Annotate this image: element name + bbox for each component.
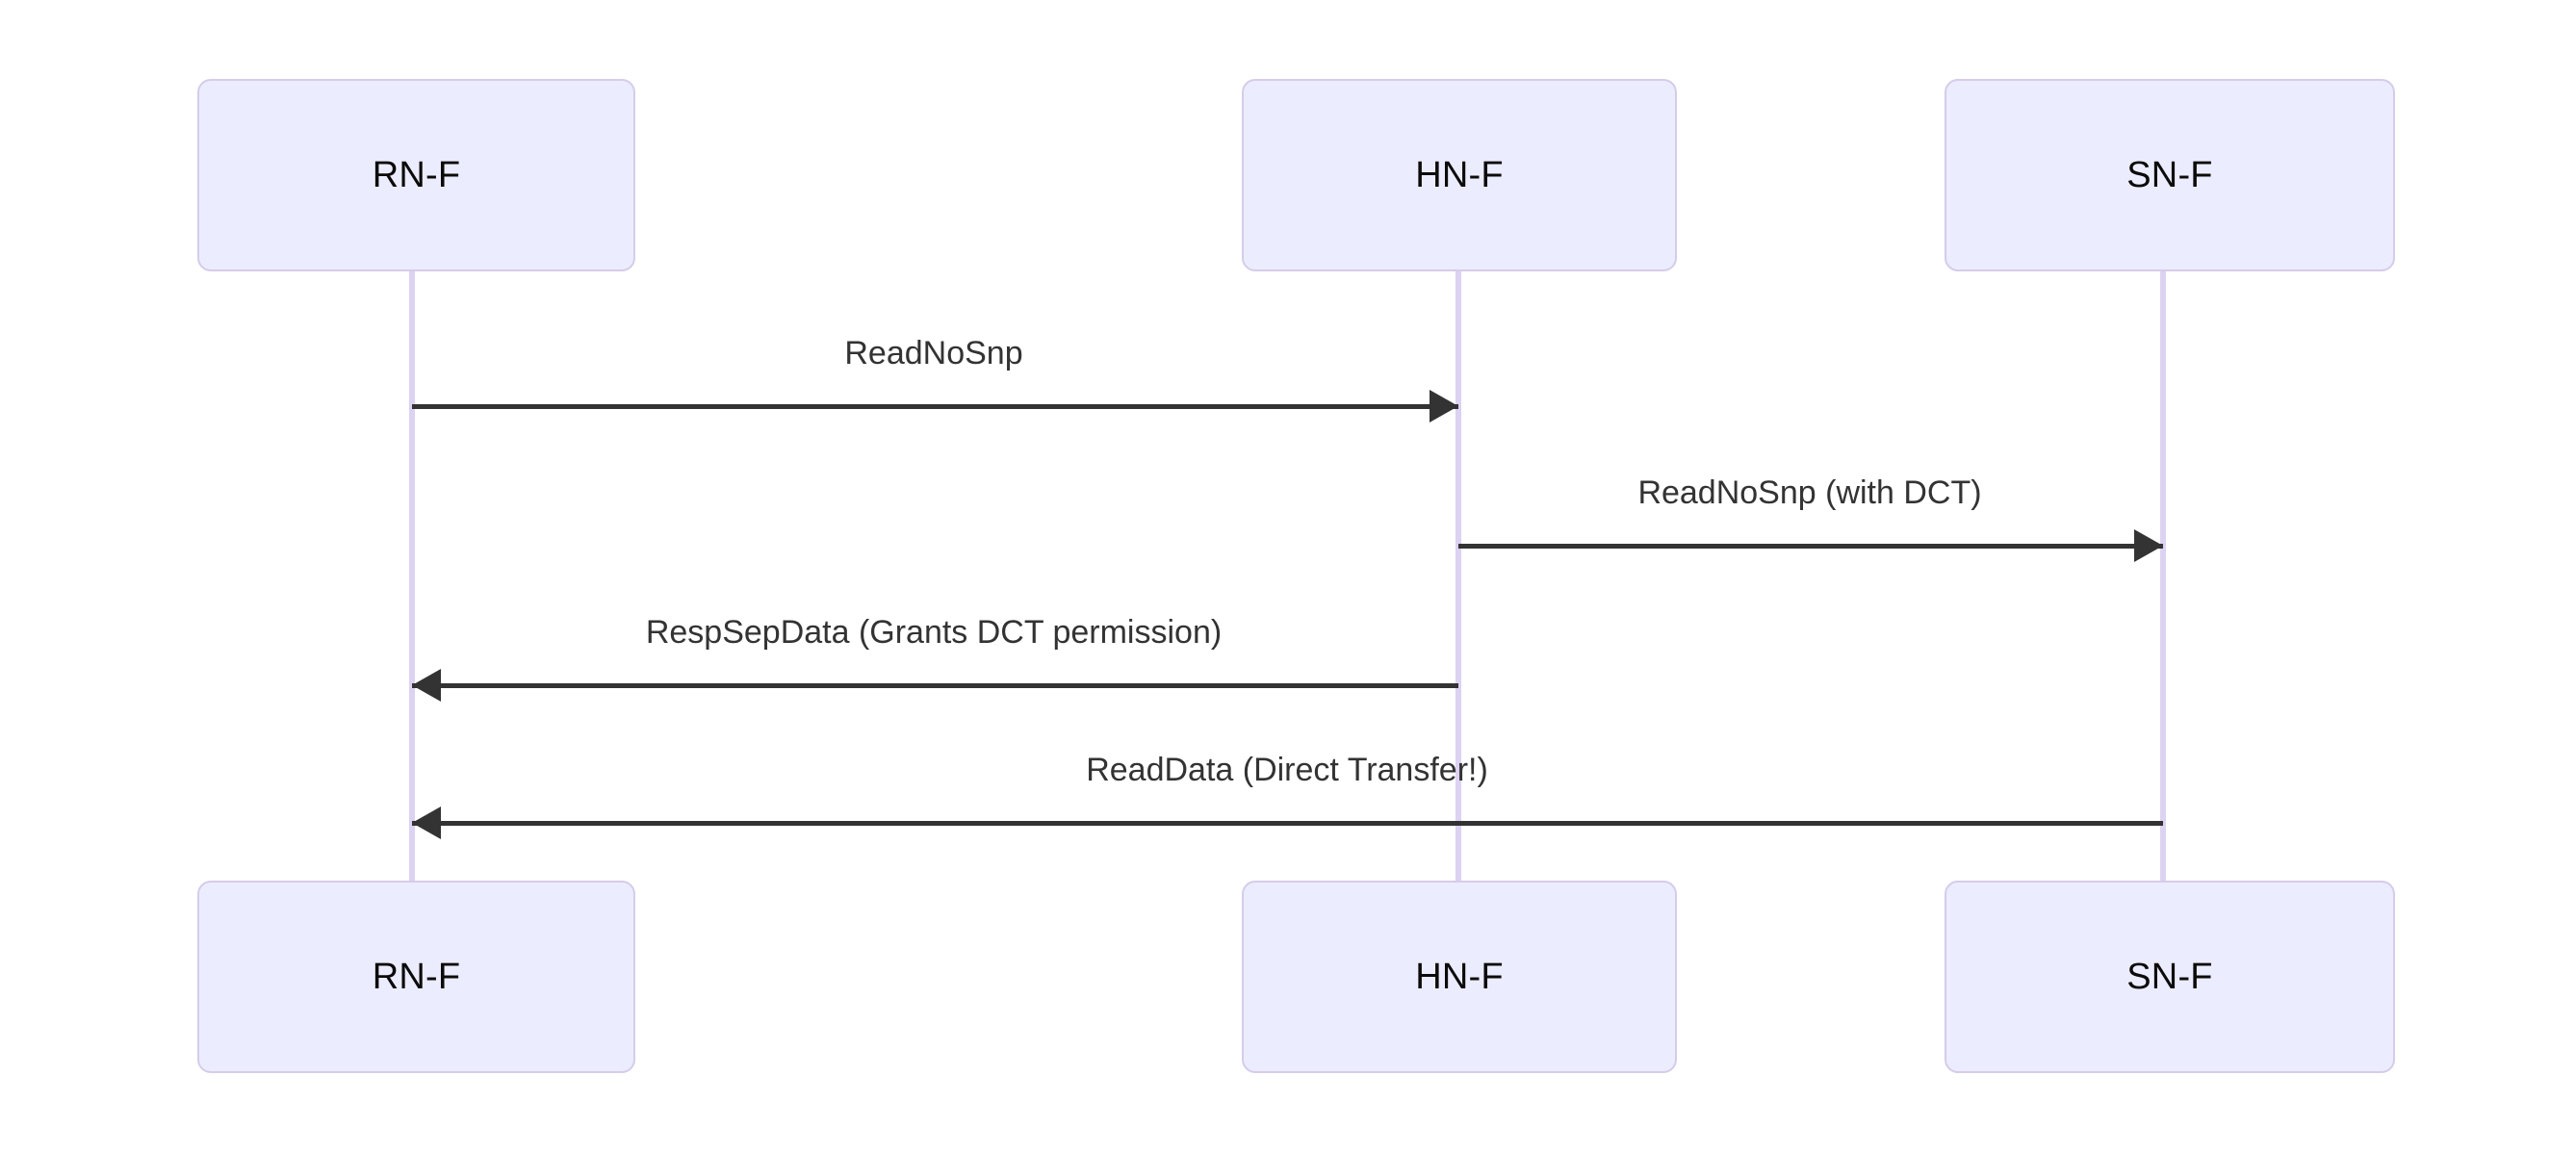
actor-box-hnf-top[interactable]: HN-F [1242, 79, 1677, 271]
arrow-head-3 [412, 669, 441, 702]
actor-label-hnf-bottom: HN-F [1415, 957, 1504, 997]
arrow-head-4 [412, 806, 441, 839]
arrow-head-1 [1430, 390, 1458, 422]
lifeline-rnf [409, 271, 415, 881]
actor-box-rnf-bottom[interactable]: RN-F [197, 881, 635, 1073]
message-line-3 [412, 683, 1458, 688]
actor-box-rnf-top[interactable]: RN-F [197, 79, 635, 271]
actor-box-snf-top[interactable]: SN-F [1945, 79, 2395, 271]
message-label-1: ReadNoSnp [844, 335, 1023, 371]
message-label-3: RespSepData (Grants DCT permission) [645, 614, 1223, 651]
lifeline-hnf [1455, 271, 1461, 881]
arrow-head-2 [2134, 529, 2163, 562]
actor-box-snf-bottom[interactable]: SN-F [1945, 881, 2395, 1073]
actor-label-snf-top: SN-F [2126, 155, 2213, 195]
message-label-4: ReadData (Direct Transfer!) [1086, 752, 1488, 788]
actor-label-hnf-top: HN-F [1415, 155, 1504, 195]
message-line-1 [412, 404, 1458, 409]
actor-box-hnf-bottom[interactable]: HN-F [1242, 881, 1677, 1073]
message-line-2 [1458, 544, 2163, 549]
actor-label-rnf-top: RN-F [372, 155, 461, 195]
message-line-4 [412, 821, 2163, 826]
message-label-2: ReadNoSnp (with DCT) [1637, 474, 1982, 511]
actor-label-snf-bottom: SN-F [2126, 957, 2213, 997]
actor-label-rnf-bottom: RN-F [372, 957, 461, 997]
lifeline-snf [2160, 271, 2166, 881]
